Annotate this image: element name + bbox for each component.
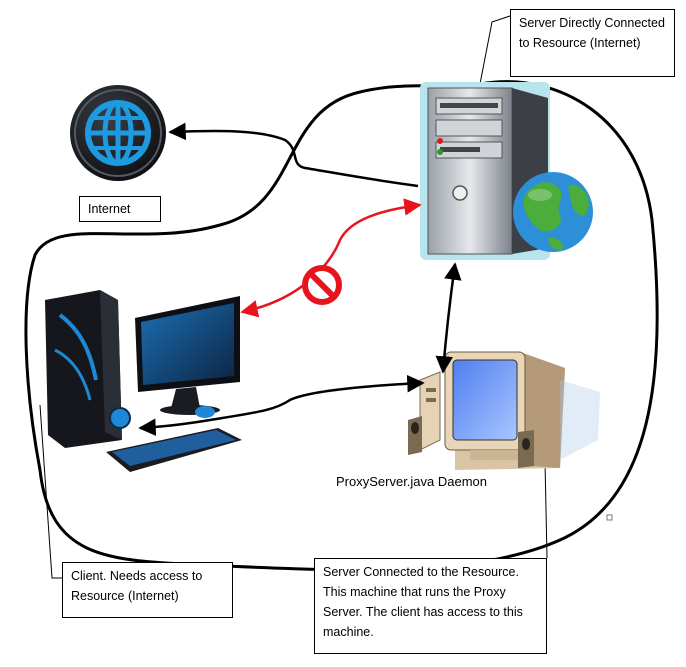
no-entry-icon xyxy=(302,265,342,305)
arrow-proxy-client xyxy=(138,374,425,436)
arrow-blocked-client-server xyxy=(240,198,422,318)
callout-line-proxy xyxy=(544,461,548,559)
callout-line-server xyxy=(479,15,511,85)
daemon-label: ProxyServer.java Daemon xyxy=(336,474,488,489)
client-label: Client. Needs access to Resource (Intern… xyxy=(62,562,233,618)
globe-icon xyxy=(70,85,166,181)
internet-label: Internet xyxy=(79,196,161,222)
arrow-server-proxy xyxy=(435,262,462,374)
server-direct-label: Server Directly Connected to Resource (I… xyxy=(510,9,675,77)
earth-globe-icon xyxy=(513,172,593,252)
proxy-server-label: Server Connected to the Resource. This m… xyxy=(314,558,547,654)
crt-computer-icon xyxy=(408,351,600,470)
callout-line-client xyxy=(39,404,62,579)
network-boundary xyxy=(24,80,659,572)
server-tower-icon xyxy=(420,82,550,260)
desktop-computer-icon xyxy=(45,290,242,472)
arrow-server-internet xyxy=(168,122,419,188)
resize-handle xyxy=(606,514,613,521)
